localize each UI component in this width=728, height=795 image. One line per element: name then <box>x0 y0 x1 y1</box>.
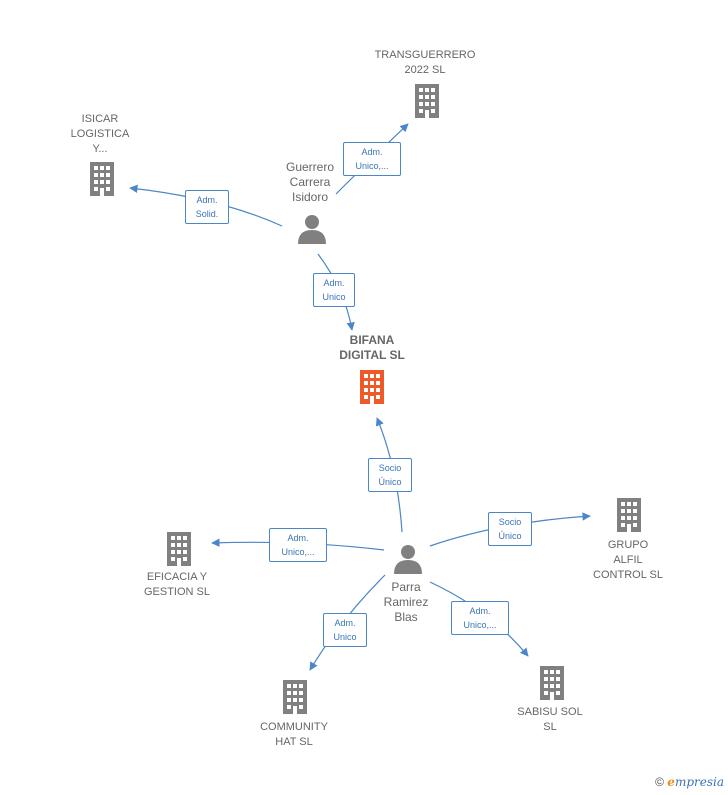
edge-label-parra-sabisu: Adm. Unico,... <box>451 601 509 635</box>
building-icon-bifana[interactable] <box>360 370 384 404</box>
copyright-symbol: © <box>655 775 664 789</box>
edge-label-parra-grupo: Socio Único <box>488 512 532 546</box>
edge-label-parra-eficacia: Adm. Unico,... <box>269 528 327 562</box>
node-label-parra[interactable]: Parra Ramirez Blas <box>383 580 429 624</box>
building-icon-community[interactable] <box>283 680 307 714</box>
edge-label-guerrero-isicar: Adm. Solid. <box>185 190 229 224</box>
node-label-transguerrero[interactable]: TRANSGUERRERO 2022 SL <box>374 49 476 76</box>
node-label-guerrero[interactable]: Guerrero Carrera Isidoro <box>285 160 335 204</box>
node-label-isicar[interactable]: ISICAR LOGISTICA Y... <box>70 113 130 155</box>
node-label-sabisu[interactable]: SABISU SOL SL <box>517 706 583 733</box>
node-label-grupo[interactable]: GRUPO ALFIL CONTROL SL <box>593 539 663 581</box>
edge-label-parra-bifana: Socio Único <box>368 458 412 492</box>
person-icon-guerrero[interactable] <box>298 215 326 244</box>
node-label-bifana[interactable]: BIFANA DIGITAL SL <box>339 333 405 362</box>
brand-rest: mpresia <box>674 775 724 789</box>
building-icon-eficacia[interactable] <box>167 532 191 566</box>
node-label-eficacia[interactable]: EFICACIA Y GESTION SL <box>143 571 211 598</box>
edge-label-parra-community: Adm. Unico <box>323 613 367 647</box>
building-icon-sabisu[interactable] <box>540 666 564 700</box>
building-icon-grupo[interactable] <box>617 498 641 532</box>
edge-label-guerrero-transguerrero: Adm. Unico,... <box>343 142 401 176</box>
building-icon-isicar[interactable] <box>90 162 114 196</box>
building-icon-transguerrero[interactable] <box>415 84 439 118</box>
person-icon-parra[interactable] <box>394 545 422 574</box>
edge-label-guerrero-bifana: Adm. Unico <box>313 273 355 307</box>
brand-logo: © empresia <box>655 775 724 789</box>
brand-e: e <box>667 775 675 789</box>
node-label-community[interactable]: COMMUNITY HAT SL <box>260 721 328 748</box>
